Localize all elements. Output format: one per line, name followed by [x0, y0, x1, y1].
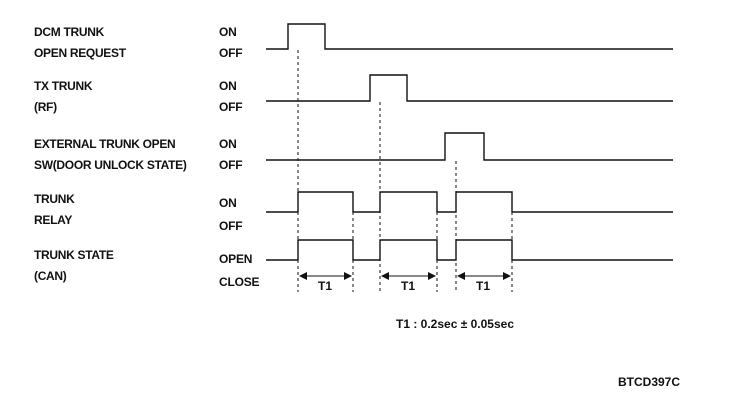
- signal-3-high-label: ON: [219, 137, 237, 151]
- interval-dimension-3: [457, 272, 511, 280]
- figure-code: BTCD397C: [618, 375, 680, 389]
- signal-4-name-line1: TRUNK: [34, 192, 75, 206]
- signal-1-waveform: [266, 23, 673, 50]
- signal-2-name-line2: (RF): [34, 100, 57, 114]
- signal-2-name-line1: TX TRUNK: [34, 79, 93, 93]
- signal-3-low-label: OFF: [219, 158, 242, 172]
- interval-dimension-2: [381, 272, 436, 280]
- signal-1-high-label: ON: [219, 25, 237, 39]
- signal-2-low-label: OFF: [219, 100, 242, 114]
- signal-4-name-line2: RELAY: [34, 213, 72, 227]
- interval-label-3: T1: [476, 279, 490, 293]
- signal-2-waveform: [266, 74, 673, 102]
- signal-5-high-label: OPEN: [219, 252, 252, 266]
- signal-4-high-label: ON: [219, 196, 237, 210]
- signal-1-low-label: OFF: [219, 46, 242, 60]
- signal-3-waveform: [266, 132, 673, 161]
- signal-1-name-line2: OPEN REQUEST: [34, 46, 127, 60]
- signal-5-waveform: [266, 239, 673, 261]
- signal-5-name-line1: TRUNK STATE: [34, 248, 114, 262]
- signal-5-name-line2: (CAN): [34, 269, 67, 283]
- signal-2-high-label: ON: [219, 79, 237, 93]
- interval-label-2: T1: [401, 279, 415, 293]
- signal-3-name-line2: SW(DOOR UNLOCK STATE): [34, 158, 187, 172]
- signal-3-name-line1: EXTERNAL TRUNK OPEN: [34, 137, 175, 151]
- signal-1-name-line1: DCM TRUNK: [34, 25, 105, 39]
- signal-4-low-label: OFF: [219, 219, 242, 233]
- signal-4-waveform: [266, 191, 673, 213]
- timing-note: T1 : 0.2sec ± 0.05sec: [396, 317, 514, 331]
- signal-5-low-label: CLOSE: [219, 275, 260, 289]
- interval-label-1: T1: [318, 279, 332, 293]
- interval-dimension-1: [299, 272, 352, 280]
